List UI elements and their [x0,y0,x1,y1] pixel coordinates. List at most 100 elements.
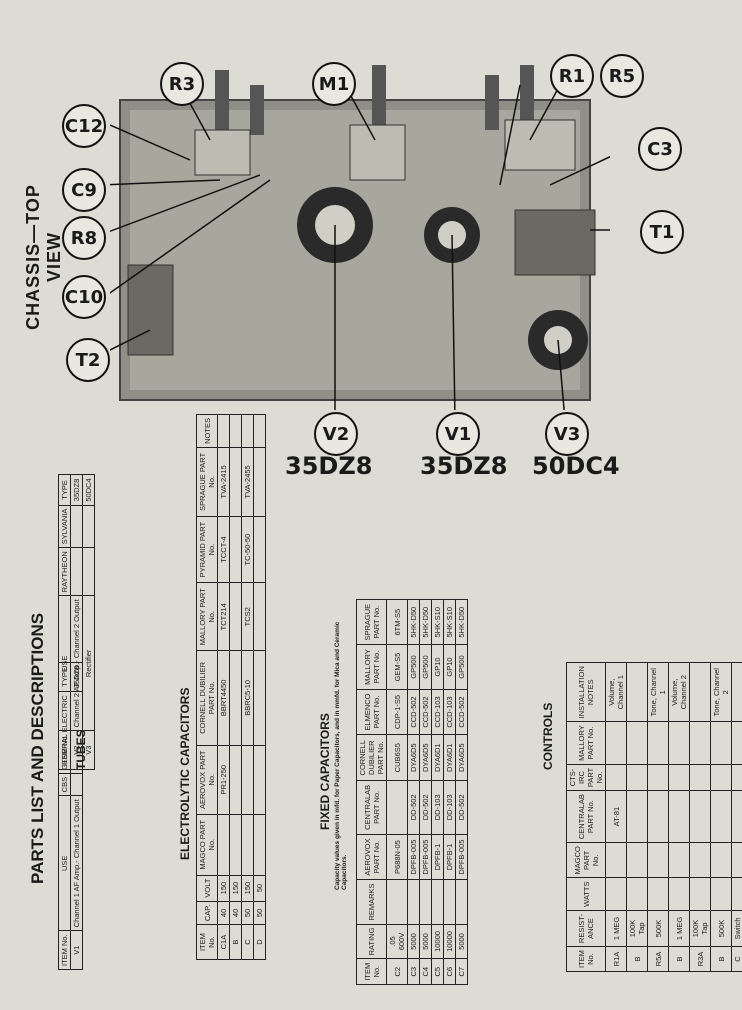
cell: 5000 [419,924,432,959]
cell: 1 MEG [605,910,627,947]
th: CAP. [196,901,218,925]
th: ELMENCO PART No. [356,689,387,735]
th: SPRAGUE PART No. [356,599,387,645]
fixed-note: Capacity values given in mfd. for Paper … [334,621,348,890]
cell: Tone, Channel 2 [710,662,732,722]
cell: Channel 1 AF Amp.- Channel 1 Output [70,795,83,931]
cell: 500K [710,910,732,947]
cell: 6TM-S5 [386,599,408,645]
th: ITEM No. [356,958,387,985]
cell [217,414,230,448]
th: REMARKS [356,879,387,925]
cell: 5HK-D50 [419,599,432,645]
cell: GP500 [455,644,468,690]
cell: R3A [689,946,711,972]
cell: DD-103 [443,780,456,835]
cell: 5HK-D50 [407,599,420,645]
table-row: C1A 40 150 PR1-250 BBRT4450 TCT214 TCCT-… [217,414,230,960]
callout-r3: R3 [160,62,204,106]
cell: DD-502 [407,780,420,835]
cell: TVA-2415 [217,447,230,517]
cell: CCD-502 [455,689,468,735]
cell: 5000 [455,924,468,959]
th: RESIST-ANCE [566,910,606,947]
th: CENTRALAB PART No. [566,790,606,843]
cell: GP500 [407,644,420,690]
chassis-drawing [89,65,640,421]
th: CENTRALAB PART No. [356,780,387,835]
cell: TCT214 [217,582,230,651]
th: NOTES [196,414,218,448]
th: MAGCO PART No. [196,814,218,876]
cell: 150 [229,875,242,902]
th: MALLORY PART No. [566,721,606,765]
th: SPRAGUE PART No. [196,447,218,517]
cell: Tone, Channel 1 [647,662,669,722]
callout-v3: V3 [545,412,589,456]
cell: AT-81 [605,790,627,843]
th: AEROVOX PART No. [196,745,218,815]
th: CORNELL DUBILIER PART No. [356,734,387,781]
callout-c12: C12 [62,104,106,148]
callout-t2: T2 [66,338,110,382]
callout-c9: C9 [62,168,106,212]
table-row: C 50 150 BBRC5-10 TCS2 TC-50-50 TVA-2455 [241,414,254,960]
cell: CCD-103 [443,689,456,735]
th: ITEM No. [58,730,71,770]
fixed-capacitors-table: ITEM No. RATING REMARKS AEROVOX PART No.… [356,599,468,985]
cell: B [626,946,648,972]
tube-label-v3: 50DC4 [532,452,620,480]
cell [217,814,230,876]
table-row: V3 Rectifier 50DC4 [82,474,95,770]
cell: Rectifier [82,595,95,731]
cell: 40 [229,901,242,925]
cell: 35DZ8 [70,474,83,506]
th: USE [58,595,71,731]
controls-table: ITEM No. RESIST-ANCE WATTS MAGCO PART No… [566,662,742,972]
cell: DPFB-1 [431,834,444,880]
cell: 5HK-D50 [455,599,468,645]
tube-label-v1: 35DZ8 [420,452,508,480]
cell: CUB6S5 [386,734,408,781]
th: CBS [58,773,71,796]
cell: DPFB-005 [419,834,432,880]
table-row: B 40 150 [229,414,242,960]
cell: C4 [419,958,432,985]
cell: V3 [82,730,95,770]
th: TYPE [58,474,71,506]
th: ITEM No. [196,924,218,960]
cell: 500K [647,910,669,947]
cell: 50 [253,901,266,925]
cell: 5000 [407,924,420,959]
controls-heading: CONTROLS [541,702,555,770]
callout-v2: V2 [314,412,358,456]
electrolytic-table: ITEM No. CAP. VOLT MAGCO PART No. AEROVO… [196,414,266,960]
cell: 1 MEG [668,910,690,947]
cell: C1A [217,924,230,960]
cell: C5 [431,958,444,985]
cell: 40 [217,901,230,925]
cell: 50DC4 [82,474,95,506]
th: USE [58,795,71,931]
tube-label-v2: 35DZ8 [285,452,373,480]
cell: C7 [455,958,468,985]
tubes-table-right: ITEM No. USE RAYTHEON SYLVANIA TYPE V2 C… [58,474,95,770]
cell: 50 [253,875,266,902]
table-row: D 50 50 [253,414,266,960]
chassis-title: CHASSIS—TOP VIEW [23,184,64,330]
th: ITEM No. [58,930,71,970]
th: WATTS [566,877,606,911]
cell: Volume, Channel 1 [605,662,627,722]
cell: V2 [70,730,83,770]
cell: B [710,946,732,972]
cell: C [241,924,254,960]
